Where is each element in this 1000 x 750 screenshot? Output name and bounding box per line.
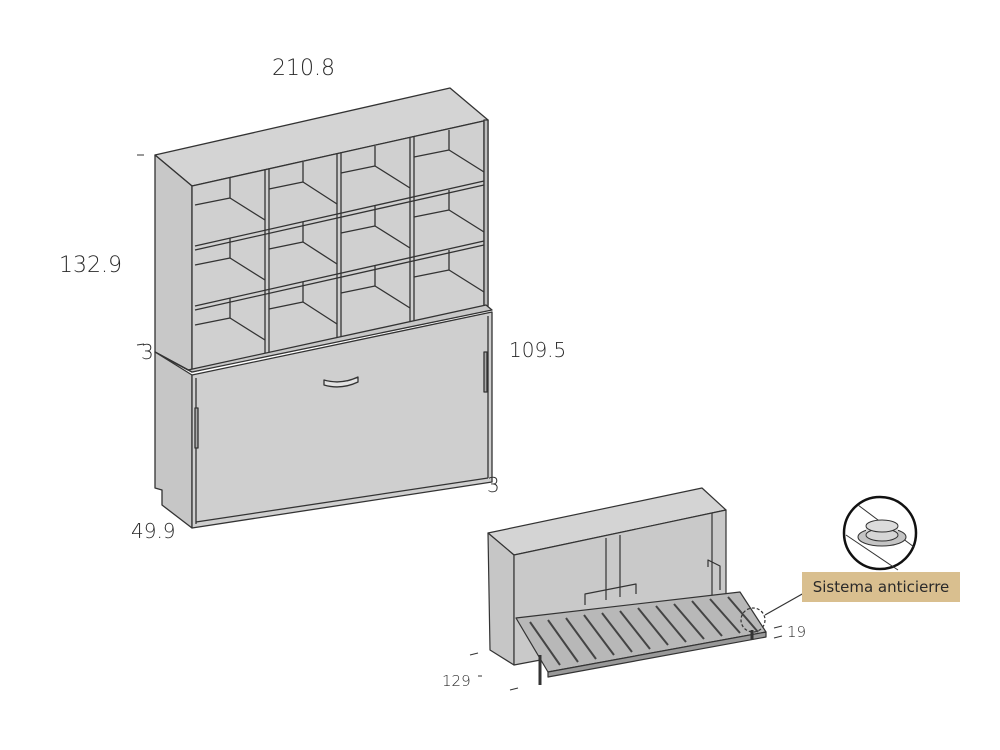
dimension-bed-cabinet-height: 109.5: [509, 338, 567, 362]
side-hinge-right: [483, 351, 488, 393]
callout-anti-close-label: Sistema anticierre: [802, 572, 960, 602]
open-bed-unit: [487, 487, 805, 685]
bed-bottom-edge: [195, 477, 489, 523]
anti-close-highlight: [740, 607, 766, 633]
dimension-total-height: 132.9: [59, 253, 122, 278]
dimension-front-thickness: 3: [487, 473, 500, 497]
shelf-right-edge: [483, 119, 489, 310]
dimension-ticks: [136, 154, 783, 691]
side-hinge-left: [194, 407, 199, 449]
dimension-top-offset: 3: [141, 340, 154, 364]
bed-headrest: [584, 583, 637, 605]
dimension-open-bed-length: 129: [442, 672, 471, 690]
bed-top-ledge: [154, 304, 493, 373]
bed-handle: [323, 376, 359, 388]
open-left-side: [487, 532, 515, 666]
closed-bed-unit: [154, 87, 493, 529]
dimension-total-width: 210.8: [272, 56, 335, 81]
bed-slats: [529, 596, 759, 666]
bed-front-panel: [191, 311, 493, 529]
dimension-depth: 49.9: [131, 519, 176, 543]
dimension-leg-height: 19: [787, 623, 807, 641]
bed-left-side: [154, 351, 193, 529]
shelf-left-side: [154, 154, 193, 373]
callout-leader-line: [764, 592, 805, 616]
anti-close-stopper-icon: [842, 495, 918, 571]
